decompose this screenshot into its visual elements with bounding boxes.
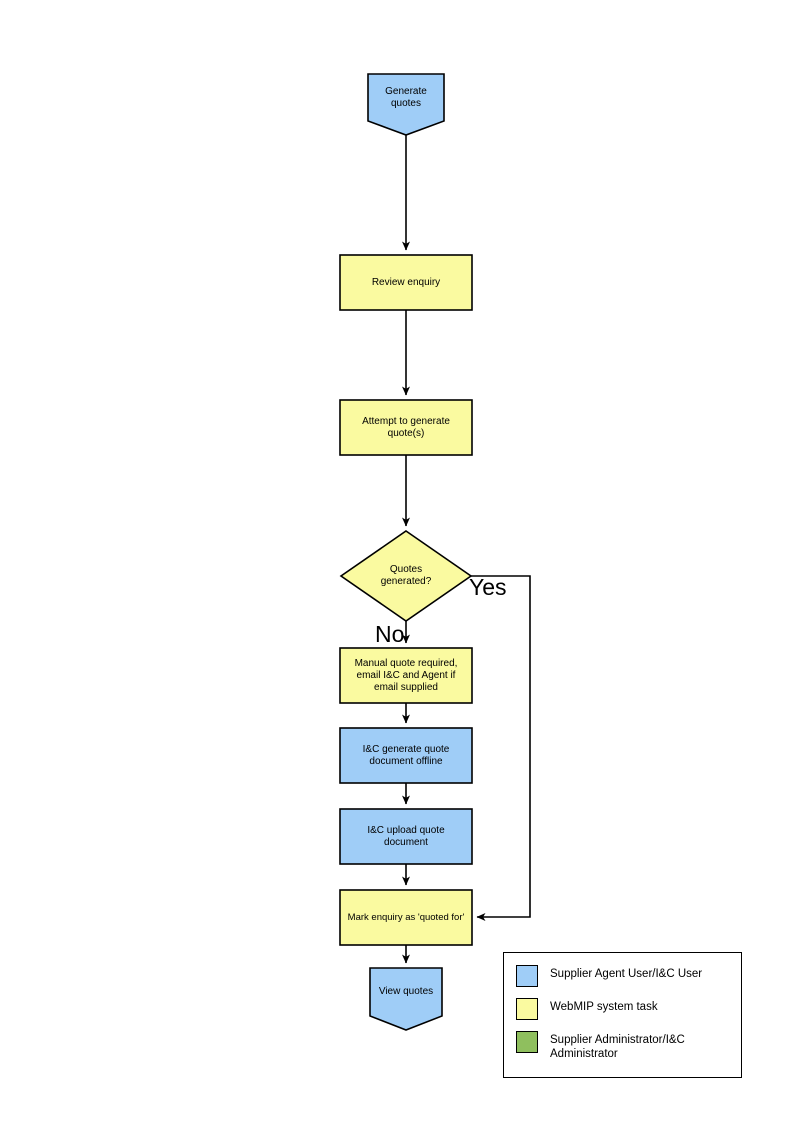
legend-administrator-label: Supplier Administrator/I&C Administrator [550,1031,685,1061]
legend-administrator: Supplier Administrator/I&C Administrator [516,1031,741,1061]
node-ic-upload-quote-document[interactable] [339,808,473,865]
legend-actor-user-swatch [516,965,538,987]
legend-system-task: WebMIP system task [516,998,741,1020]
legend-label-line: Supplier Administrator/I&C [550,1034,685,1046]
flowchart-edges [402,135,531,964]
legend-label-line: Supplier Agent User/I&C User [550,968,703,980]
node-mark-enquiry-quoted-for[interactable] [339,889,473,946]
node-view-quotes[interactable] [369,967,443,1031]
legend-system-task-label: WebMIP system task [550,998,658,1014]
node-ic-generate-quote-document-offline[interactable] [339,727,473,784]
legend-label-line: WebMIP system task [550,1001,658,1013]
edge-decision-yes-to-mark [471,575,531,921]
node-manual-quote-required[interactable] [339,647,473,704]
legend-system-task-swatch [516,998,538,1020]
node-review-enquiry[interactable] [339,254,473,311]
node-attempt-generate-quotes[interactable] [339,399,473,456]
legend-actor-user: Supplier Agent User/I&C User [516,965,741,987]
legend-actor-user-label: Supplier Agent User/I&C User [550,965,702,981]
node-quotes-generated-decision[interactable] [339,530,473,622]
legend-administrator-swatch [516,1031,538,1053]
edge-label-no: No [375,621,405,647]
flowchart-shapes [339,73,473,1031]
legend-label-line: Administrator [550,1048,618,1060]
edge-label-yes: Yes [469,574,507,600]
node-generate-quotes[interactable] [367,73,445,136]
